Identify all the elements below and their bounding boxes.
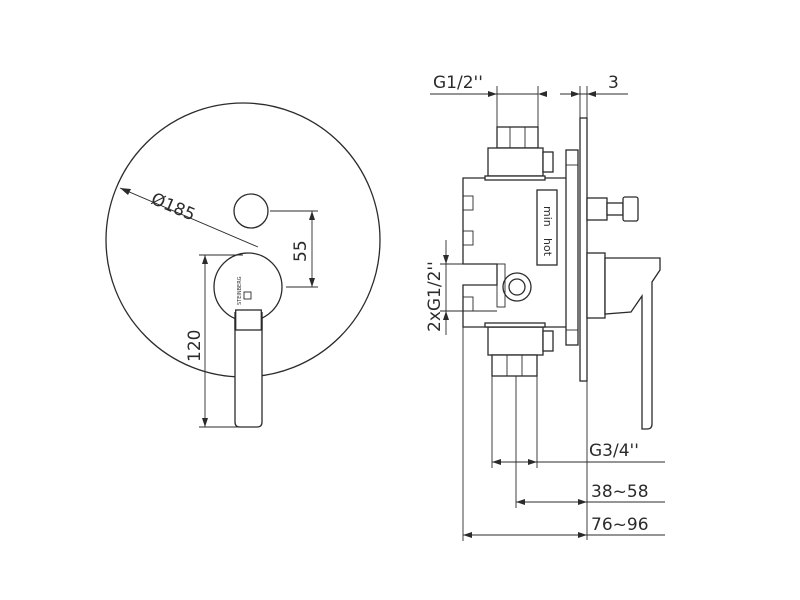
side-view: min hot (462, 117, 661, 430)
diverter-knob (233, 193, 269, 229)
side-dimensions: G1/2'' 3 2xG1/2'' G3/4'' 38~58 (425, 73, 665, 541)
handle-side (604, 257, 661, 430)
dim-inlet-top: G1/2'' (433, 73, 483, 93)
top-fitting-nut (496, 126, 539, 149)
front-view: STEINBERG Ø185 55 120 (105, 102, 381, 428)
seal-strip (565, 149, 579, 346)
dim-side-inlets: 2xG1/2'' (425, 261, 445, 332)
cover-plate-side (579, 117, 588, 382)
diverter-knob-side (622, 196, 639, 222)
label-cold: min (541, 206, 554, 227)
bottom-fitting-nut (491, 354, 538, 377)
dim-outlet: G3/4'' (589, 441, 639, 461)
dim-depth-total: 76~96 (591, 515, 649, 535)
dim-spout-offset: 55 (291, 240, 311, 262)
dim-depth-min: 38~58 (591, 482, 649, 502)
temp-label (536, 189, 558, 266)
side-inlet-port (502, 272, 532, 302)
logo-icon (243, 291, 252, 300)
handle-neck (235, 309, 262, 331)
brand-mark: STEINBERG (237, 276, 243, 305)
diameter-leader (119, 187, 259, 248)
handle-lever (234, 314, 263, 428)
label-hot: hot (541, 238, 554, 257)
dim-plate-thickness: 3 (608, 73, 619, 93)
dim-handle-length: 120 (185, 330, 205, 362)
dim-plate-diameter: Ø185 (148, 189, 198, 225)
